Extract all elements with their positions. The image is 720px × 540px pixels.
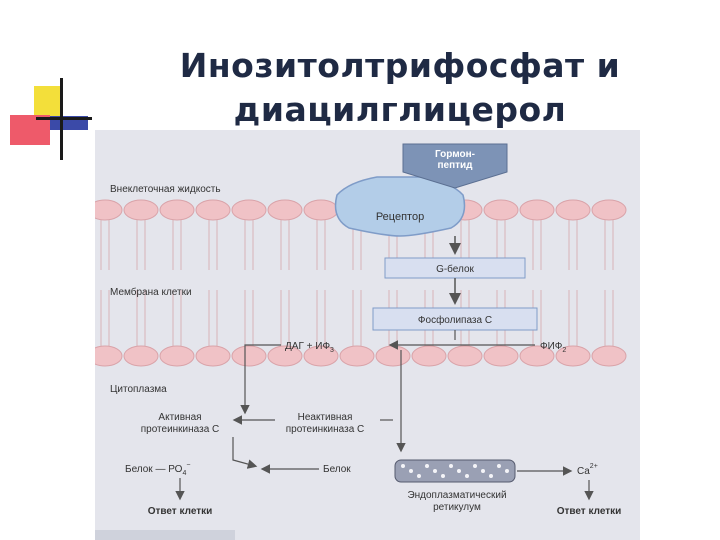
- inactive-pkc-line2: протеинкиназа С: [286, 424, 365, 435]
- lipid-head: [375, 345, 411, 367]
- lipid-head: [555, 345, 591, 367]
- cytoplasm-label: Цитоплазма: [110, 384, 167, 395]
- hormone-label-line2: пептид: [437, 160, 473, 171]
- lipid-head: [267, 199, 303, 221]
- signal-pathway-diagram: Гормон- пептид Рецептор Внеклеточная жид…: [95, 143, 627, 540]
- lipid-head: [411, 345, 447, 367]
- extracellular-label: Внеклеточная жидкость: [110, 184, 221, 195]
- lipid-head: [95, 199, 123, 221]
- er-label-line1: Эндоплазматический: [407, 490, 506, 501]
- cropped-footer-strip: [95, 530, 235, 540]
- er-granule: [425, 464, 429, 468]
- lipid-head: [123, 345, 159, 367]
- diagram-panel: Гормон- пептид Рецептор Внеклеточная жид…: [95, 130, 640, 540]
- lipid-head: [447, 345, 483, 367]
- membrane-label: Мембрана клетки: [110, 286, 192, 298]
- lipid-head: [303, 199, 339, 221]
- lipid-head: [231, 199, 267, 221]
- membrane-bottom-heads: [95, 345, 627, 367]
- dag-ip3-label: ДАГ + ИФ3: [285, 341, 334, 354]
- title-line-1: Инозитолтрифосфат и: [179, 46, 621, 85]
- g-protein-label: G-белок: [436, 263, 474, 275]
- lipid-head: [95, 345, 123, 367]
- lipid-head: [195, 345, 231, 367]
- pip2-label: ФИФ2: [540, 341, 566, 354]
- er-granule: [473, 464, 477, 468]
- lipid-head: [519, 345, 555, 367]
- er-granule: [465, 474, 469, 478]
- er-granule: [457, 469, 461, 473]
- er-granule: [481, 469, 485, 473]
- active-pkc-line1: Активная: [158, 412, 201, 423]
- lipid-head: [555, 199, 591, 221]
- er-granule: [497, 464, 501, 468]
- lipid-head: [231, 345, 267, 367]
- receptor-label: Рецептор: [376, 211, 424, 223]
- lipid-head: [483, 199, 519, 221]
- hormone-peptide-shape: [402, 143, 508, 189]
- er-granule: [409, 469, 413, 473]
- slide-title: Инозитолтрифосфат и диацилглицерол: [150, 44, 650, 132]
- cell-membrane: [95, 199, 627, 367]
- lipid-head: [339, 345, 375, 367]
- er-granule: [489, 474, 493, 478]
- protein-label: Белок: [323, 464, 351, 475]
- protein-po4-label: Белок — РО4−: [125, 462, 190, 477]
- lipid-head: [267, 345, 303, 367]
- lipid-head: [195, 199, 231, 221]
- calcium-label: Ca2+: [577, 463, 598, 477]
- er-granule: [441, 474, 445, 478]
- lipid-head: [591, 199, 627, 221]
- lipid-head: [159, 199, 195, 221]
- receptor-shape: [334, 176, 466, 237]
- endoplasmic-reticulum-shape: [394, 459, 516, 483]
- phospholipase-label: Фосфолипаза С: [418, 314, 492, 326]
- lipid-head: [123, 199, 159, 221]
- er-granule: [433, 469, 437, 473]
- er-granule: [449, 464, 453, 468]
- hormone-label-line1: Гормон-: [435, 149, 475, 160]
- er-granule: [417, 474, 421, 478]
- er-label-line2: ретикулум: [433, 502, 481, 513]
- title-line-2: диацилглицерол: [233, 90, 567, 129]
- lipid-head: [483, 345, 519, 367]
- er-granule: [401, 464, 405, 468]
- inactive-pkc-line1: Неактивная: [298, 412, 353, 423]
- lipid-head: [159, 345, 195, 367]
- response-right-label: Ответ клетки: [557, 506, 622, 517]
- response-left-label: Ответ клетки: [148, 506, 213, 517]
- er-granule: [505, 469, 509, 473]
- lipid-head: [519, 199, 555, 221]
- active-pkc-line2: протеинкиназа С: [141, 424, 220, 435]
- lipid-head: [303, 345, 339, 367]
- lipid-head: [591, 345, 627, 367]
